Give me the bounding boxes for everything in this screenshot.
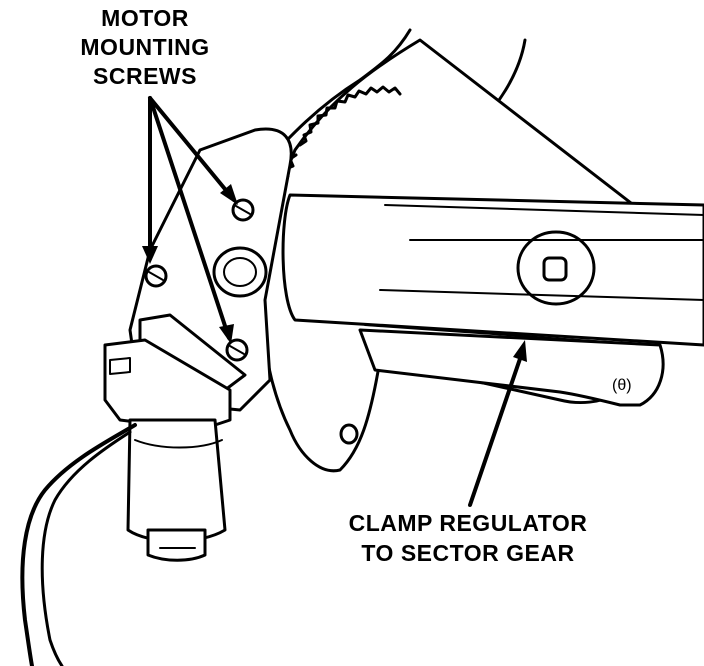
- arm-pivot: [516, 230, 596, 306]
- motor-end-cap: [146, 528, 207, 562]
- clamp-leader: [468, 348, 525, 507]
- clamp-arrowhead: [513, 340, 527, 362]
- motor-bracket-strap: [138, 313, 247, 392]
- regulator-arm: [281, 193, 704, 347]
- label-line: CLAMP REGULATOR: [348, 510, 588, 536]
- arm-lower-flange: [358, 328, 665, 407]
- mounting-screw-3: [225, 338, 249, 362]
- clamp-regulator-label: CLAMP REGULATOR TO SECTOR GEAR: [318, 508, 618, 568]
- figure-code: (θ): [612, 377, 632, 394]
- sector-gear-hole: [339, 423, 359, 445]
- plate-hub: [212, 246, 268, 298]
- motor-screws-leaders: [148, 96, 236, 340]
- wire-harness: [20, 423, 137, 666]
- motor-mounting-screws-label: MOTOR MOUNTING SCREWS: [60, 4, 230, 91]
- label-line: TO SECTOR GEAR: [361, 540, 575, 566]
- motor-screws-arrowheads: [142, 184, 238, 344]
- label-line: MOTOR: [101, 5, 189, 31]
- label-line: SCREWS: [93, 63, 197, 89]
- motor-can: [126, 418, 227, 543]
- label-line: MOUNTING: [80, 34, 210, 60]
- mounting-screw-2: [144, 264, 168, 288]
